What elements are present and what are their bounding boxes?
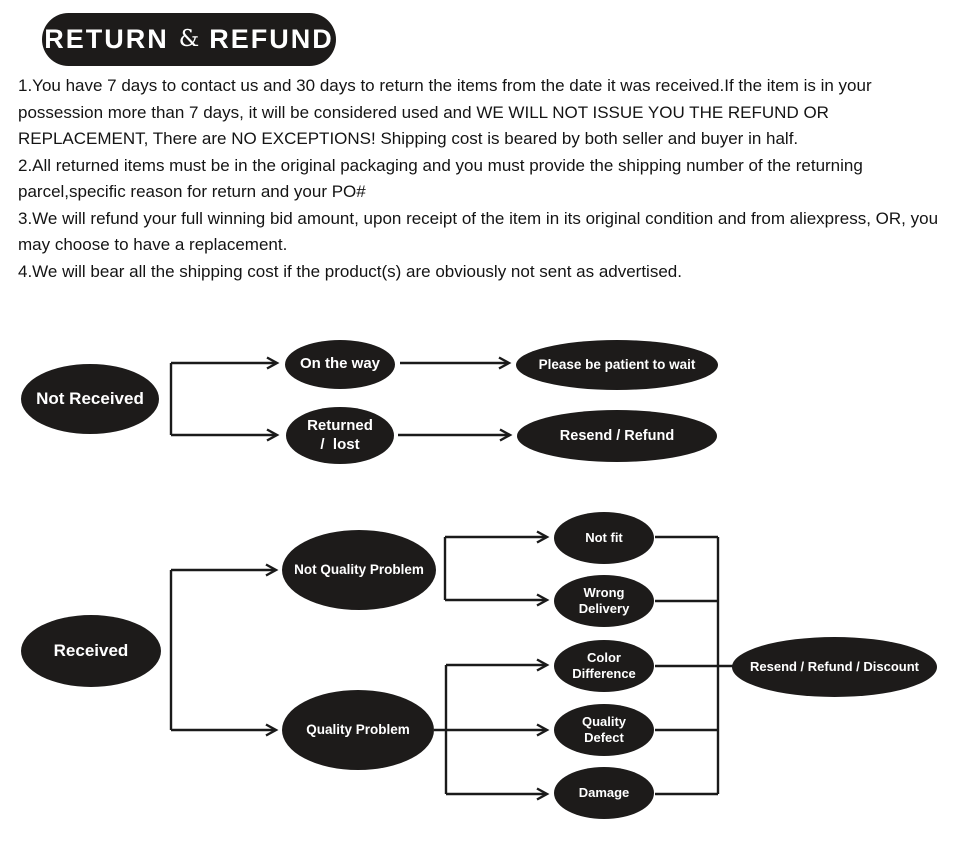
policy-item-3: 3.We will refund your full winning bid a… <box>18 208 939 255</box>
node-please-wait: Please be patient to wait <box>516 340 718 390</box>
node-resend-refund-discount: Resend / Refund / Discount <box>732 637 937 697</box>
node-damage-label: Damage <box>578 784 630 800</box>
policy-text-block: 1.You have 7 days to contact us and 30 d… <box>18 73 946 285</box>
node-please-wait-label: Please be patient to wait <box>538 356 696 372</box>
node-received: Received <box>21 615 161 687</box>
badge-word-refund: REFUND <box>209 24 334 54</box>
node-quality-defect: Quality Defect <box>554 704 654 756</box>
node-on-the-way-label: On the way <box>299 355 381 373</box>
node-wrong-delivery: Wrong Delivery <box>554 575 654 627</box>
node-not-quality-problem-label: Not Quality Problem <box>294 561 424 577</box>
node-wrong-delivery-label: Wrong Delivery <box>578 584 630 616</box>
node-quality-problem: Quality Problem <box>282 690 434 770</box>
node-not-quality-problem: Not Quality Problem <box>282 530 436 610</box>
node-resend-refund-label: Resend / Refund <box>559 427 675 444</box>
policy-item-4: 4.We will bear all the shipping cost if … <box>18 261 682 281</box>
badge-ampersand: & <box>178 25 200 52</box>
node-damage: Damage <box>554 767 654 819</box>
policy-item-2: 2.All returned items must be in the orig… <box>18 155 863 202</box>
node-quality-problem-label: Quality Problem <box>306 721 410 737</box>
node-not-received-label: Not Received <box>36 389 144 409</box>
node-resend-refund-discount-label: Resend / Refund / Discount <box>749 658 919 674</box>
node-color-difference: Color Difference <box>554 640 654 692</box>
node-received-label: Received <box>53 641 129 661</box>
node-color-difference-label: Color Difference <box>572 649 636 681</box>
policy-item-1: 1.You have 7 days to contact us and 30 d… <box>18 76 872 148</box>
node-resend-refund: Resend / Refund <box>517 410 717 462</box>
node-returned-lost: Returned / lost <box>286 407 394 464</box>
return-refund-badge: RETURN & REFUND <box>42 13 336 66</box>
node-not-fit-label: Not fit <box>585 529 623 545</box>
badge-word-return: RETURN <box>44 24 169 54</box>
node-quality-defect-label: Quality Defect <box>581 713 627 745</box>
node-not-received: Not Received <box>21 364 159 434</box>
node-on-the-way: On the way <box>285 340 395 389</box>
node-not-fit: Not fit <box>554 512 654 564</box>
node-returned-lost-label: Returned / lost <box>307 416 373 453</box>
